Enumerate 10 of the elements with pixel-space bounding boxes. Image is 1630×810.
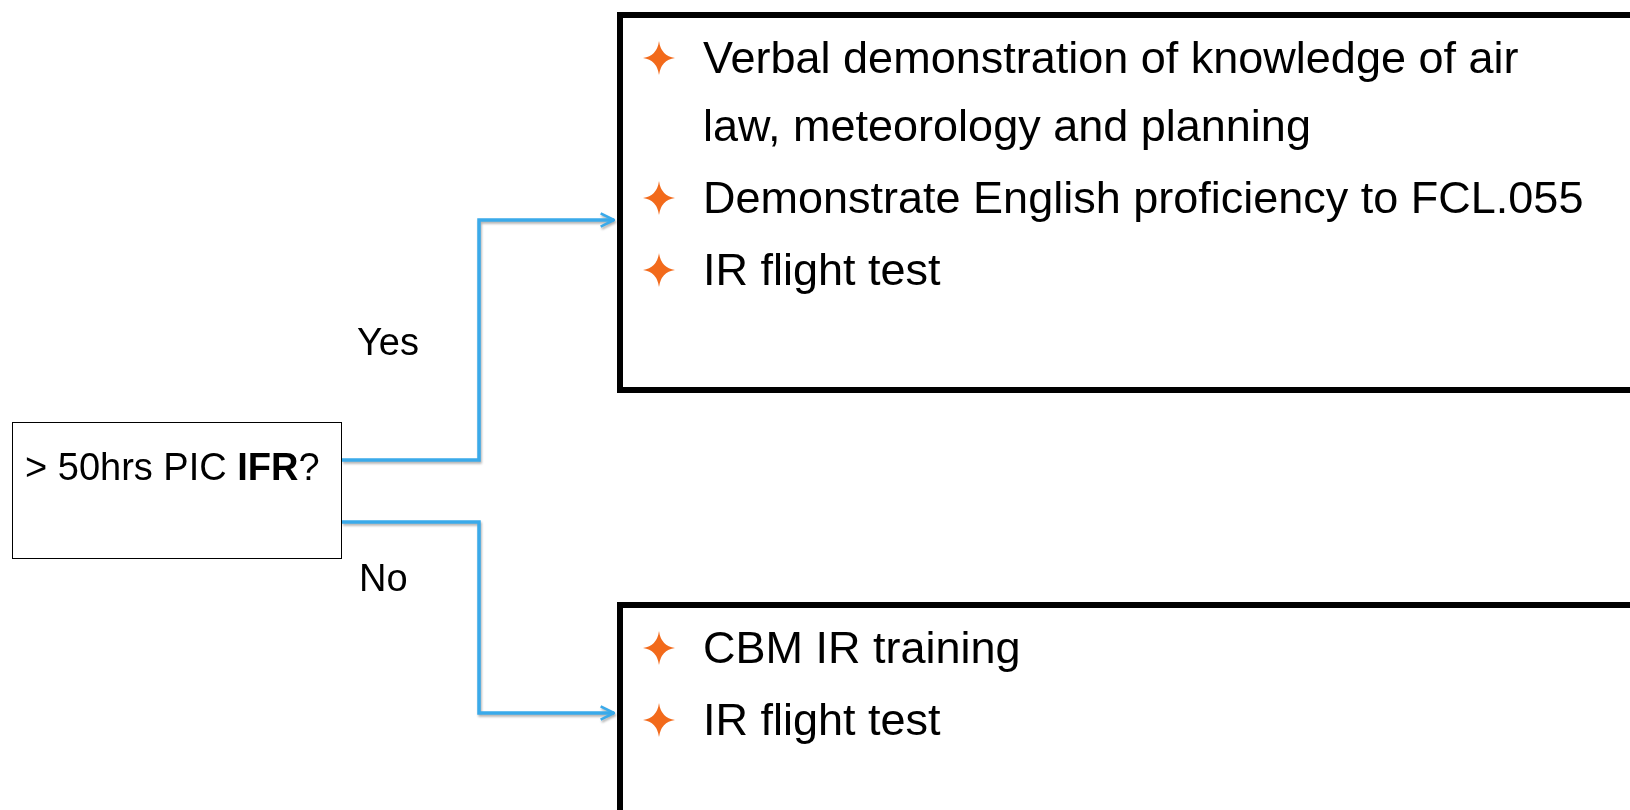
elbow-arrow: [342, 520, 616, 721]
decision-box: [12, 422, 342, 559]
bullet-text: IR flight test: [703, 243, 942, 297]
bullet-text: Demonstrate English proficiency to FCL.055: [703, 171, 1585, 225]
process-box: [617, 12, 1630, 393]
bullet-text: Verbal demonstration of knowledge of air law, meteorology and planning: [703, 31, 1520, 153]
bullet-text: CBM IR training: [703, 621, 1022, 675]
bullet-text: IR flight test: [703, 693, 942, 747]
elbow-arrow: [342, 212, 616, 462]
question-text: > 50hrs PIC IFR?: [25, 445, 321, 490]
